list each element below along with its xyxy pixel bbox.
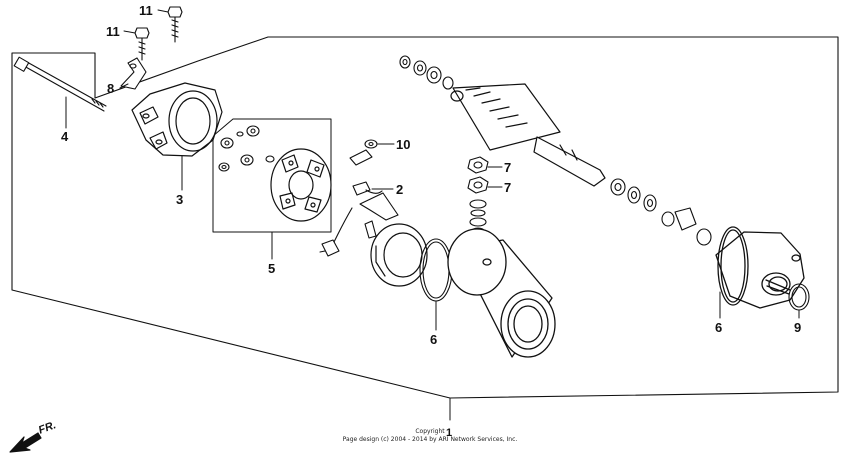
copyright-line-2: Page design (c) 2004 - 2014 by ARI Netwo… <box>342 436 518 443</box>
armature <box>450 83 606 187</box>
callout-5: 5 <box>268 261 276 276</box>
callout-11-upper: 11 <box>139 3 153 18</box>
bolt-lower <box>134 27 150 61</box>
leader-11b <box>123 30 136 34</box>
armature-washers-right <box>610 178 712 246</box>
callout-6-cover: 6 <box>715 320 723 335</box>
callout-9: 9 <box>794 320 802 335</box>
assembly-outline <box>11 36 839 399</box>
callout-1: 1 <box>446 427 453 439</box>
callout-8: 8 <box>107 81 115 96</box>
bolt-upper <box>167 6 183 43</box>
callout-4: 4 <box>61 129 69 144</box>
callout-7-upper: 7 <box>504 160 512 175</box>
copyright-line-1: Copyright <box>415 428 445 435</box>
callout-11-lower: 11 <box>106 24 120 39</box>
brush-holder-plate <box>270 148 332 222</box>
callout-3: 3 <box>176 192 184 207</box>
leader-11a <box>157 9 169 13</box>
rear-cover <box>131 82 223 157</box>
front-cover <box>715 226 805 309</box>
front-arrow-icon <box>9 432 42 453</box>
yoke <box>447 228 556 358</box>
o-ring-rear <box>788 283 810 311</box>
through-bolt <box>13 56 107 112</box>
callout-6-yoke: 6 <box>430 332 438 347</box>
brush-insulator <box>370 223 428 287</box>
o-ring-front <box>419 238 453 302</box>
leader-8 <box>119 83 129 89</box>
brush-assembly <box>319 149 399 257</box>
small-nut <box>364 139 378 149</box>
armature-washers-left <box>399 55 454 90</box>
callout-10: 10 <box>396 137 411 152</box>
callout-2: 2 <box>396 182 404 197</box>
callout-7-lower: 7 <box>504 180 512 195</box>
brush-springs <box>218 125 275 172</box>
nut-stack <box>467 156 489 245</box>
terminal-bracket <box>120 57 147 90</box>
